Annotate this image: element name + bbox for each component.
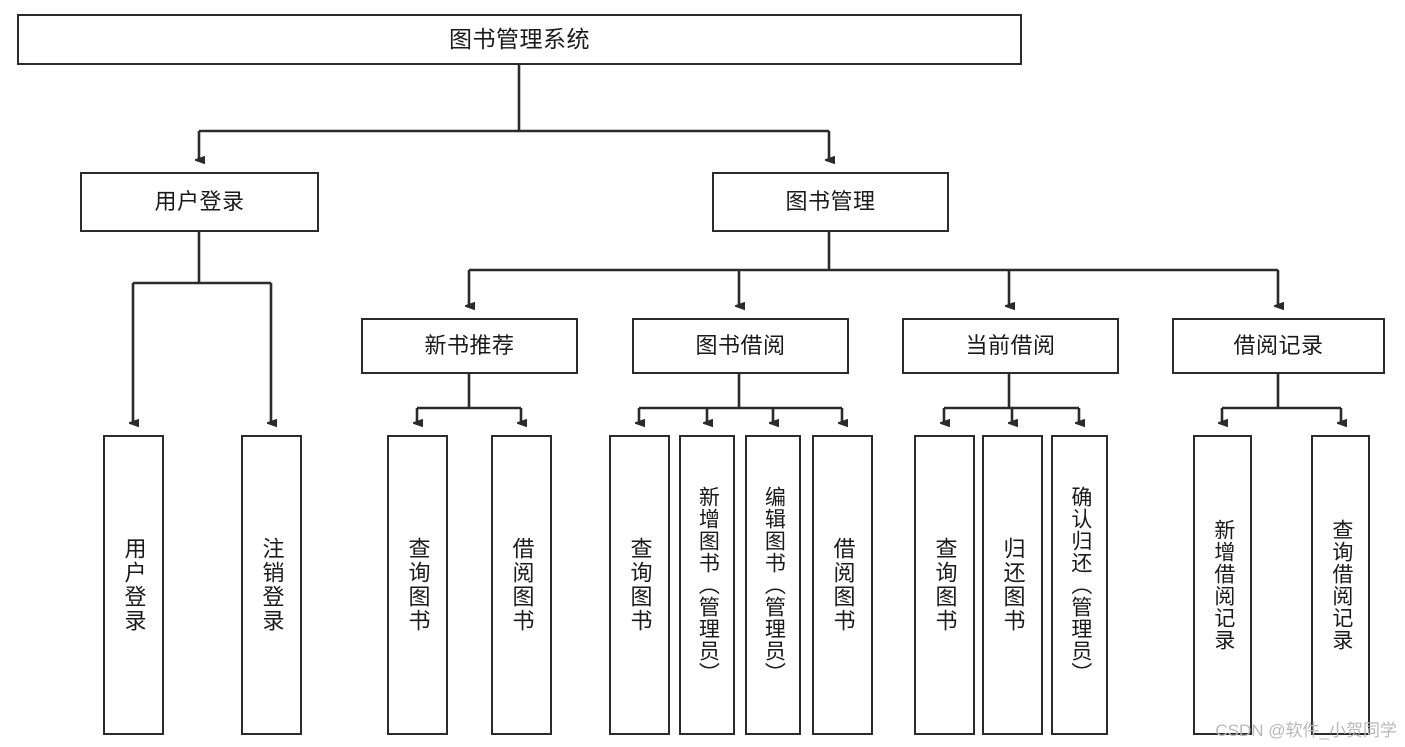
node-leaf-query-record-label: 查询借阅记录: [1329, 519, 1353, 651]
node-leaf-borrow-book-a[interactable]: 借阅图书: [491, 435, 552, 735]
node-leaf-user-logout[interactable]: 注销登录: [241, 435, 302, 735]
node-leaf-confirm-return[interactable]: 确认归还（管理员）: [1051, 435, 1108, 735]
node-new-book-rec[interactable]: 新书推荐: [361, 318, 578, 374]
node-leaf-borrow-book-b-label: 借阅图书: [830, 537, 856, 633]
watermark: CSDN @软件_小贺同学: [1215, 721, 1397, 740]
node-leaf-edit-book[interactable]: 编辑图书（管理员）: [745, 435, 801, 735]
node-leaf-query-book-c[interactable]: 查询图书: [914, 435, 975, 735]
node-leaf-add-record-label: 新增借阅记录: [1211, 519, 1235, 651]
node-leaf-query-book-c-label: 查询图书: [932, 537, 958, 633]
node-leaf-edit-book-label: 编辑图书（管理员）: [762, 486, 786, 684]
node-leaf-add-book[interactable]: 新增图书（管理员）: [679, 435, 735, 735]
node-root[interactable]: 图书管理系统: [17, 14, 1022, 65]
node-leaf-user-login-label: 用户登录: [121, 537, 147, 633]
node-root-label: 图书管理系统: [449, 26, 590, 53]
node-book-manage[interactable]: 图书管理: [712, 172, 949, 232]
node-leaf-confirm-return-label: 确认归还（管理员）: [1068, 486, 1092, 684]
node-leaf-return-book[interactable]: 归还图书: [982, 435, 1043, 735]
node-leaf-borrow-book-b[interactable]: 借阅图书: [812, 435, 873, 735]
node-leaf-query-book-a-label: 查询图书: [405, 537, 431, 633]
node-leaf-user-logout-label: 注销登录: [259, 537, 285, 633]
node-user-login-label: 用户登录: [154, 189, 245, 215]
node-leaf-add-book-label: 新增图书（管理员）: [696, 486, 720, 684]
node-user-login[interactable]: 用户登录: [80, 172, 319, 232]
node-leaf-return-book-label: 归还图书: [1000, 537, 1026, 633]
node-current-borrow[interactable]: 当前借阅: [902, 318, 1119, 374]
node-borrow-record[interactable]: 借阅记录: [1172, 318, 1385, 374]
node-new-book-rec-label: 新书推荐: [424, 333, 515, 359]
node-leaf-borrow-book-a-label: 借阅图书: [509, 537, 535, 633]
node-leaf-query-record[interactable]: 查询借阅记录: [1311, 435, 1370, 735]
node-book-manage-label: 图书管理: [785, 189, 876, 215]
node-book-borrow[interactable]: 图书借阅: [632, 318, 849, 374]
node-book-borrow-label: 图书借阅: [695, 333, 786, 359]
node-leaf-query-book-a[interactable]: 查询图书: [387, 435, 448, 735]
node-current-borrow-label: 当前借阅: [965, 333, 1056, 359]
node-leaf-query-book-b[interactable]: 查询图书: [609, 435, 670, 735]
node-leaf-query-book-b-label: 查询图书: [627, 537, 653, 633]
node-leaf-add-record[interactable]: 新增借阅记录: [1193, 435, 1252, 735]
node-leaf-user-login[interactable]: 用户登录: [103, 435, 164, 735]
node-borrow-record-label: 借阅记录: [1233, 333, 1324, 359]
